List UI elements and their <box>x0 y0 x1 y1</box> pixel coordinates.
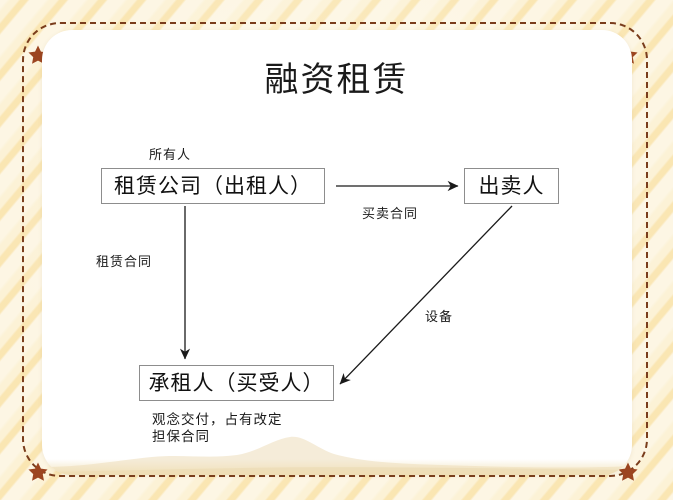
node-seller[interactable]: 出卖人 <box>464 168 559 204</box>
edge-label-sale-contract: 买卖合同 <box>362 207 419 222</box>
edge-label-lease-contract: 租赁合同 <box>96 255 153 270</box>
annotation-lessee-note: 观念交付，占有改定 担保合同 <box>152 412 283 446</box>
page-title: 融资租赁 <box>264 60 409 100</box>
node-lessor[interactable]: 租赁公司（出租人） <box>101 168 325 204</box>
card-bottom-fade <box>42 459 632 475</box>
star-icon <box>27 461 49 483</box>
annotation-owner: 所有人 <box>149 148 192 163</box>
decorative-dashed-frame <box>22 22 648 477</box>
node-lessee[interactable]: 承租人（买受人） <box>139 365 334 401</box>
edge-label-equipment: 设备 <box>425 310 454 325</box>
annotation-lessee-note-line1: 观念交付，占有改定 <box>152 412 283 428</box>
annotation-lessee-note-line2: 担保合同 <box>152 429 210 445</box>
